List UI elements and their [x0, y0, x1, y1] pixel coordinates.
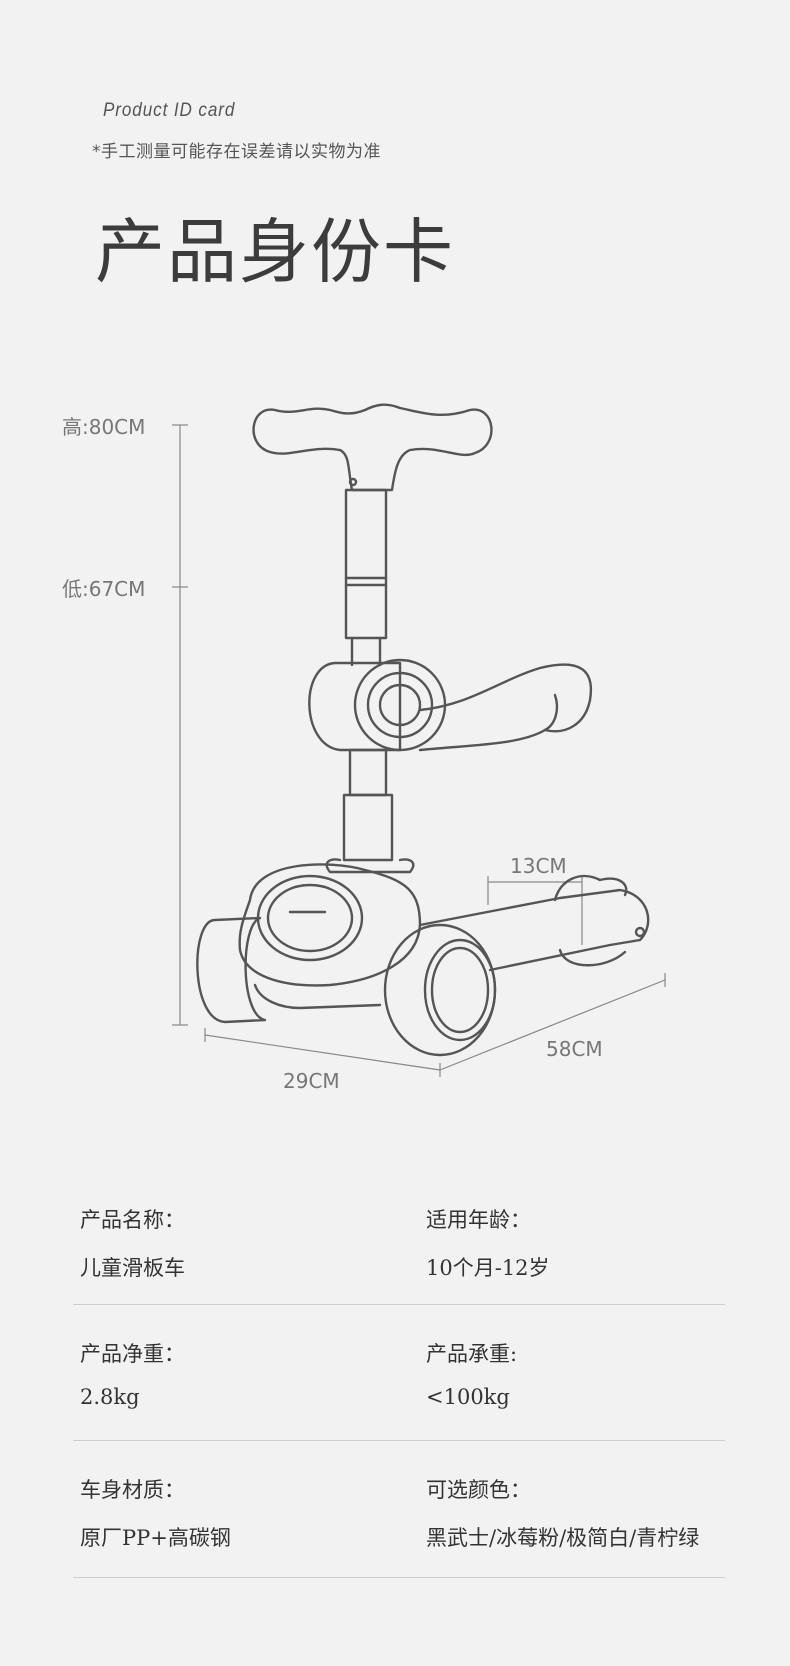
spec-label-material: 车身材质：: [80, 1478, 185, 1502]
scooter-icon: [196, 403, 650, 1057]
measurement-note: *手工测量可能存在误差请以实物为准: [92, 142, 381, 162]
height-dimension: [172, 424, 188, 1026]
spec-value-age: 10个月-12岁: [426, 1256, 550, 1280]
spec-label-load: 产品承重:: [426, 1342, 518, 1366]
spec-value-weight: 2.8kg: [80, 1385, 140, 1409]
spec-value-name: 儿童滑板车: [80, 1256, 185, 1280]
scooter-diagram: 高:80CM 低:67CM 29CM 58CM 13CM: [62, 403, 666, 1093]
page-title: 产品身份卡: [95, 211, 455, 293]
base-dimensions: [204, 973, 666, 1077]
spec-value-colors: 黑武士/冰莓粉/极简白/青柠绿: [426, 1526, 700, 1550]
width-label: 29CM: [283, 1069, 340, 1093]
subtitle: Product ID card: [103, 100, 236, 121]
spec-label-colors: 可选颜色：: [426, 1478, 531, 1502]
deck-dimension: [487, 876, 583, 945]
spec-label-name: 产品名称：: [80, 1208, 185, 1232]
spec-value-material: 原厂PP+高碳钢: [80, 1526, 231, 1550]
spec-label-age: 适用年龄：: [426, 1208, 531, 1232]
deck-width-label: 13CM: [510, 854, 567, 878]
height-high-label: 高:80CM: [62, 415, 145, 439]
divider: [73, 1304, 725, 1305]
length-label: 58CM: [546, 1037, 603, 1061]
divider: [73, 1577, 725, 1578]
spec-label-weight: 产品净重：: [80, 1342, 185, 1366]
divider: [73, 1440, 725, 1441]
spec-value-load: <100kg: [426, 1385, 510, 1409]
height-low-label: 低:67CM: [62, 577, 145, 601]
